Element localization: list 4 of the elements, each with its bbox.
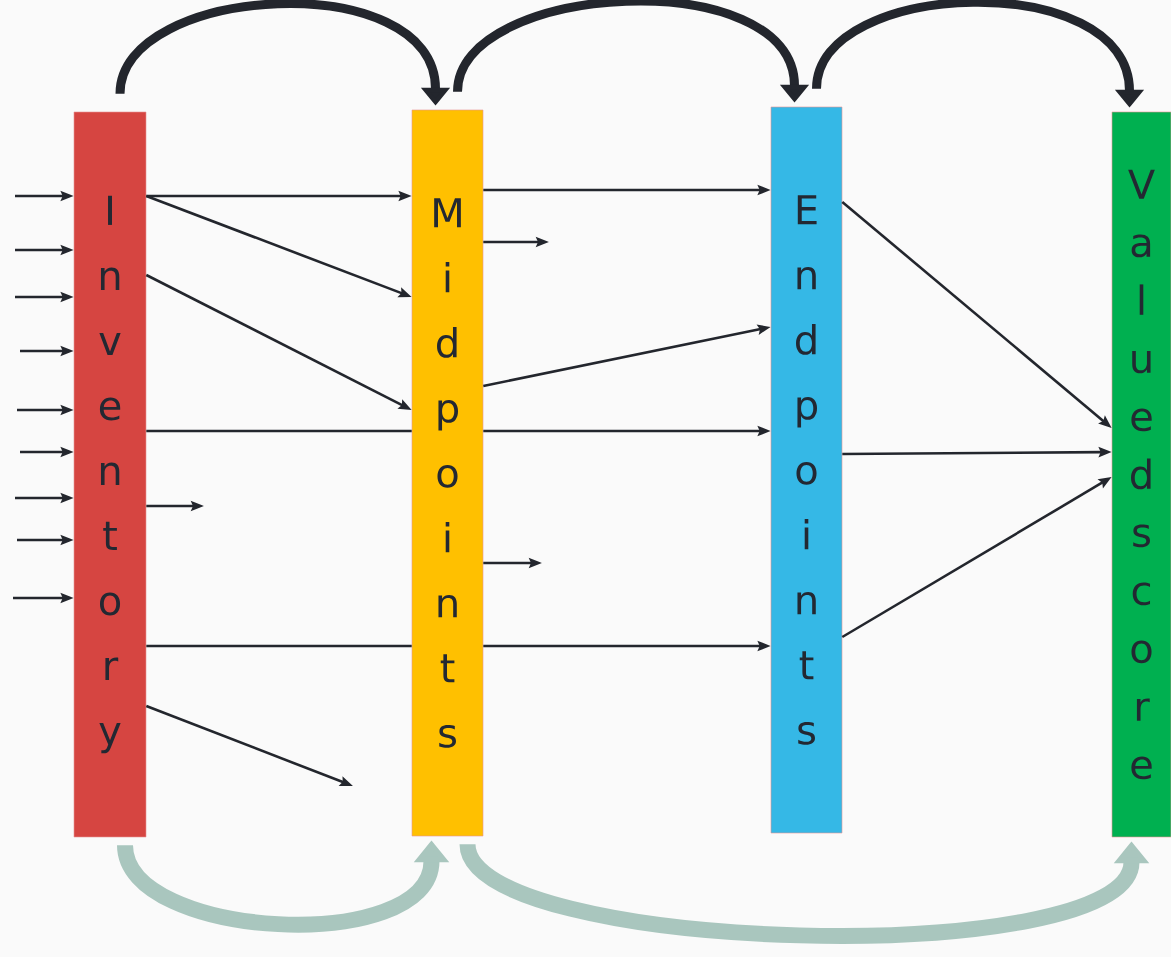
letter-bar: Inventory — [73, 111, 147, 838]
letter-bar: Valuedscore — [1111, 111, 1171, 838]
letter-bar: Midpoints — [411, 109, 484, 837]
letter-bar: Endpoints — [770, 106, 843, 834]
